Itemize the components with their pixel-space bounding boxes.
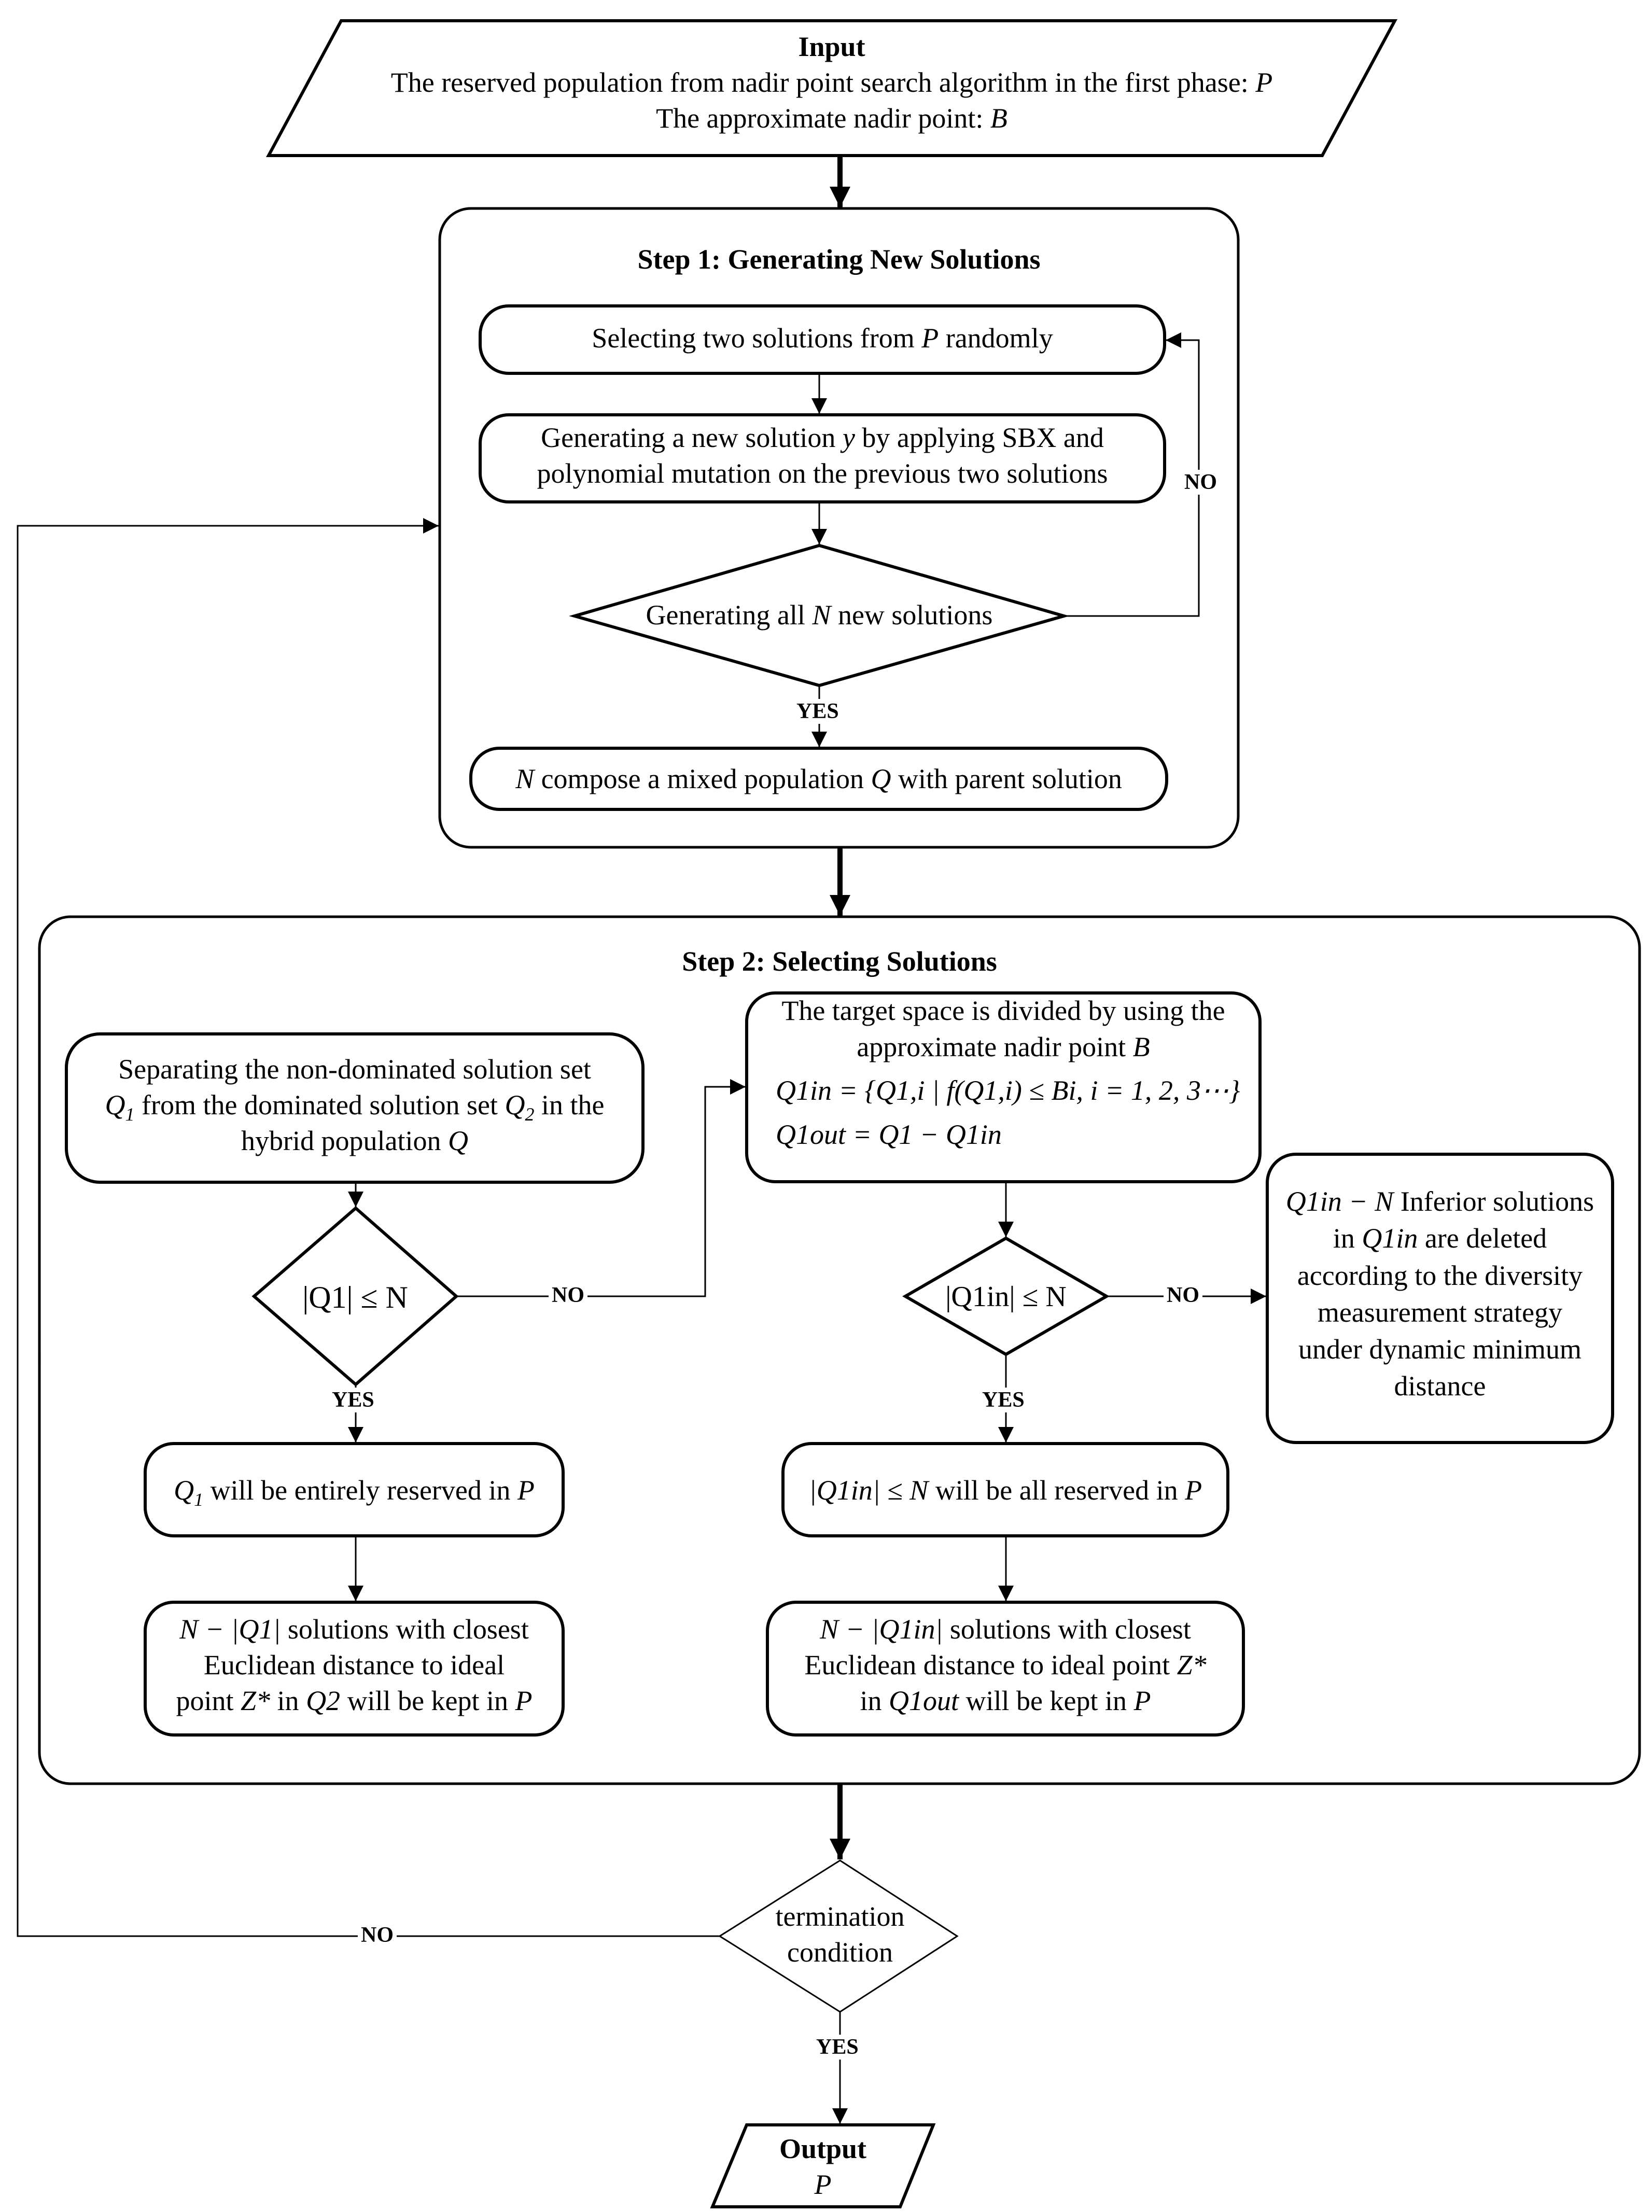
termination-text: termination condition [775,1901,905,1968]
dec2-yes-label: YES [979,1388,1028,1412]
inferior-solutions-box [1266,1153,1614,1444]
input-title: Input [798,31,865,62]
generate-new-solution-text: Generating a new solution y by applying … [537,422,1108,489]
dec2-no-label: NO [1164,1283,1202,1308]
input-line2: The approximate nadir point: B [656,103,1007,134]
step2-title: Step 2: Selecting Solutions [682,946,997,977]
generate-new-solution-box [479,413,1166,503]
termination-no-label: NO [358,1923,397,1948]
select-two-solutions-box [479,304,1166,375]
input-line1: The reserved population from nadir point… [390,67,1273,99]
divide-target-space-text: The target space is divided by using the… [747,992,1260,1153]
separate-solutions-text: Separating the non-dominated solution se… [105,1054,605,1157]
q1in-size-decision-text: |Q1in| ≤ N [945,1281,1067,1313]
dec1-yes-label: YES [329,1388,377,1412]
q1-closest-box [144,1601,565,1737]
q1in-set-formula: Q1in = {Q1,i | f(Q1,i) ≤ Bi, i = 1, 2, 3… [776,1075,1240,1107]
generate-all-decision-text: Generating all N new solutions [646,599,993,631]
dec1-no-label: NO [549,1283,587,1308]
output-parallelogram [710,2123,936,2208]
q1-reserved-box [144,1442,565,1537]
separate-solutions-box [65,1032,645,1184]
q1in-reserved-text: |Q1in| ≤ N will be all reserved in P [808,1475,1202,1506]
divide-target-space-box [745,991,1262,1183]
inferior-solutions-text: Q1in − N Inferior solutions in Q1in are … [1285,1186,1594,1402]
compose-mixed-population-text: N compose a mixed population Q with pare… [515,763,1122,794]
q1out-set-formula: Q1out = Q1 − Q1in [776,1118,1002,1150]
select-two-solutions-text: Selecting two solutions from P randomly [592,323,1053,354]
step1-no-label: NO [1181,470,1220,495]
q1-closest-text: N − |Q1| solutions with closest Euclidea… [176,1614,533,1717]
input-parallelogram [265,19,1398,157]
compose-mixed-population-box [469,747,1168,811]
step1-yes-label: YES [793,699,842,724]
q1in-closest-box [766,1601,1245,1737]
q1-reserved-text: Q1 will be entirely reserved in P [174,1475,535,1510]
q1in-closest-text: N − |Q1in| solutions with closest Euclid… [804,1614,1207,1717]
termination-yes-label: YES [813,2035,862,2060]
input-text: Input The reserved population from nadir… [284,29,1379,136]
step1-title: Step 1: Generating New Solutions [637,244,1041,275]
q1-size-decision-text: |Q1| ≤ N [302,1280,408,1314]
output-text: Output P [779,2133,867,2201]
